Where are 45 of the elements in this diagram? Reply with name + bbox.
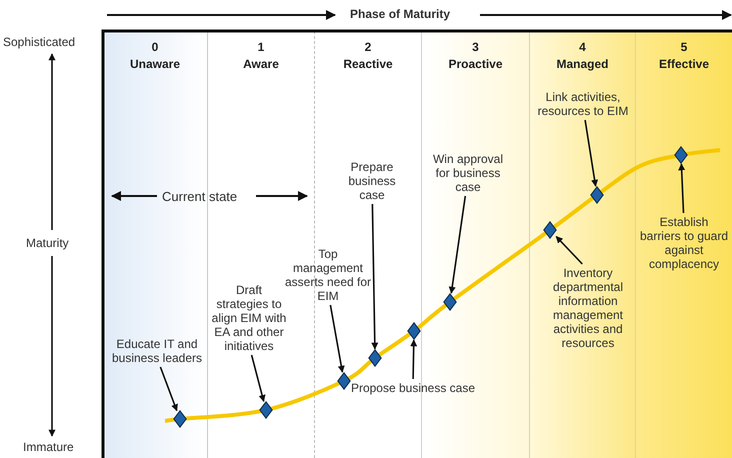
milestone-diamond <box>173 410 187 428</box>
phase-name: Reactive <box>342 57 394 71</box>
leader-arrow <box>330 304 345 373</box>
axis-label: Maturity <box>26 236 69 250</box>
phase-name: Effective <box>658 57 710 71</box>
leader-arrow <box>556 236 583 265</box>
leader-arrow <box>448 196 466 294</box>
milestone-diamond <box>674 146 688 164</box>
milestone-diamond <box>543 221 557 239</box>
milestone-diamond <box>337 372 351 390</box>
axis-label: Sophisticated <box>3 35 76 49</box>
milestone-diamond <box>590 186 604 204</box>
phase-name: Managed <box>555 57 610 71</box>
annotation-text: Inventory departmental information management activities and resources <box>542 266 634 350</box>
state-label: Current state <box>162 189 238 204</box>
phase-name: Aware <box>242 57 280 71</box>
annotation-text: Top management asserts need for EIM <box>282 247 374 303</box>
phase-number: 4 <box>578 40 587 54</box>
milestone-diamond <box>368 349 382 367</box>
phase-number: 1 <box>256 40 266 54</box>
leader-arrow <box>410 339 418 380</box>
annotation-text: Prepare business case <box>340 160 404 202</box>
phase-column <box>636 31 732 458</box>
phase-number: 5 <box>680 40 688 54</box>
annotation-text: Educate IT and business leaders <box>111 337 203 365</box>
milestone-diamond <box>259 401 273 419</box>
phase-number: 2 <box>364 40 372 54</box>
phase-column <box>103 31 208 458</box>
milestone-diamond <box>443 293 457 311</box>
annotation-text: Win approval for business case <box>426 152 510 194</box>
leader-arrow <box>584 120 598 187</box>
chart-title: Phase of Maturity <box>350 7 450 21</box>
annotation-text: Link activities, resources to EIM <box>536 90 630 118</box>
leader-arrow <box>371 204 378 350</box>
phase-column <box>530 31 636 458</box>
axis-label: Immature <box>23 440 74 454</box>
phase-number: 3 <box>471 40 480 54</box>
leader-arrow <box>678 163 686 214</box>
leader-arrow <box>250 354 266 402</box>
leader-arrow <box>160 366 178 412</box>
phase-name: Proactive <box>447 57 504 71</box>
annotation-text: Propose business case <box>347 381 479 395</box>
phase-number: 0 <box>150 40 160 54</box>
annotation-text: Establish barriers to guard against complacency <box>638 215 730 271</box>
phase-name: Unaware <box>128 57 182 71</box>
